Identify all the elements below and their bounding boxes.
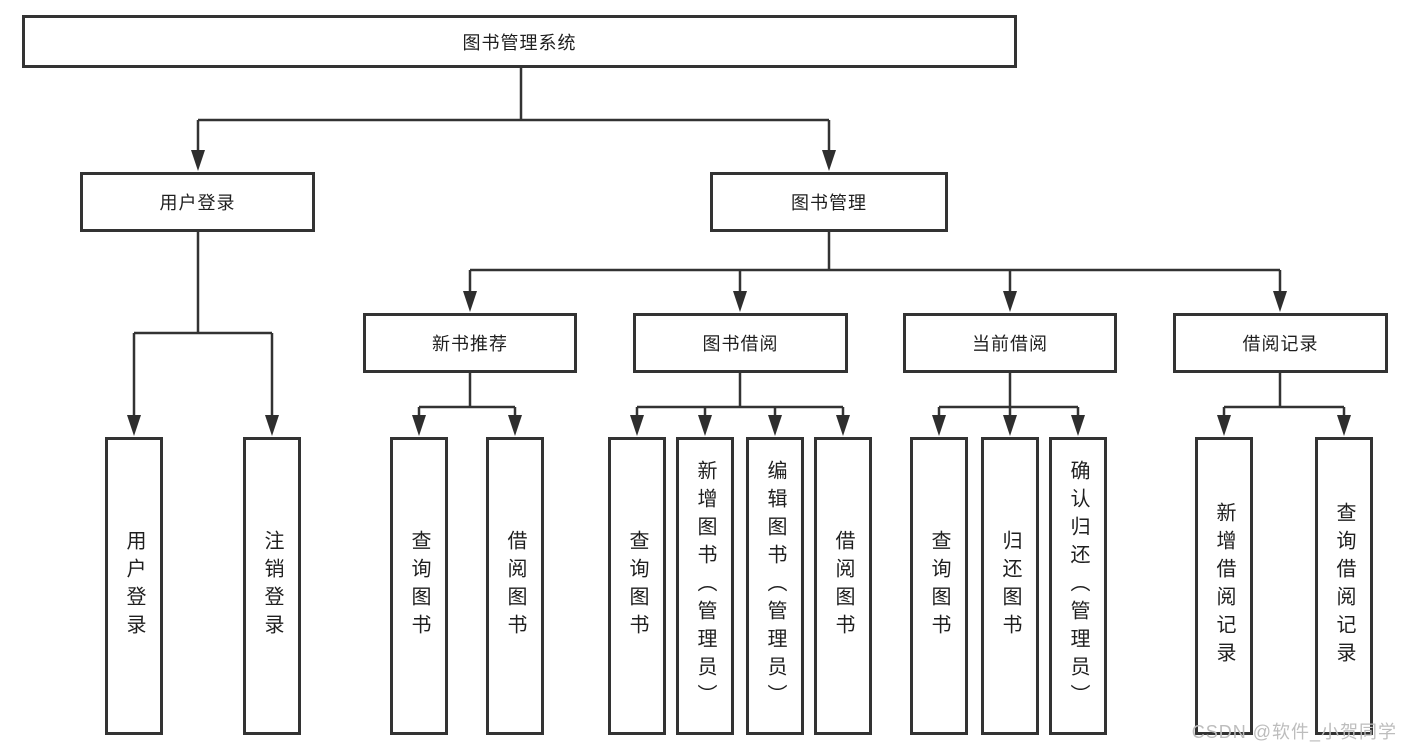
leaf-borrow-query-book: 查询图书	[608, 437, 666, 735]
arrow-down-icon	[768, 415, 782, 436]
leaf-label: 用户登录	[123, 530, 145, 642]
leaf-label: 查询图书	[928, 530, 950, 642]
arrow-down-icon	[127, 415, 141, 436]
arrow-down-icon	[508, 415, 522, 436]
leaf-current-confirm-return-admin: 确认归还（管理员）	[1049, 437, 1107, 735]
leaf-label: 查询借阅记录	[1333, 502, 1355, 670]
leaf-user-login: 用户登录	[105, 437, 163, 735]
arrow-down-icon	[932, 415, 946, 436]
leaf-label: 查询图书	[408, 530, 430, 642]
arrow-down-icon	[630, 415, 644, 436]
leaf-borrow-borrow-book: 借阅图书	[814, 437, 872, 735]
leaf-label: 确认归还（管理员）	[1067, 460, 1089, 712]
leaf-current-return-book: 归还图书	[981, 437, 1039, 735]
arrow-down-icon	[1071, 415, 1085, 436]
arrow-down-icon	[733, 291, 747, 312]
node-user-login: 用户登录	[80, 172, 315, 232]
leaf-label: 新增图书（管理员）	[694, 460, 716, 712]
arrow-down-icon	[698, 415, 712, 436]
leaf-label: 编辑图书（管理员）	[764, 460, 786, 712]
node-book-management: 图书管理	[710, 172, 948, 232]
leaf-records-add-record: 新增借阅记录	[1195, 437, 1253, 735]
arrow-down-icon	[412, 415, 426, 436]
node-new-book-recommend: 新书推荐	[363, 313, 577, 373]
arrow-down-icon	[836, 415, 850, 436]
arrow-down-icon	[1217, 415, 1231, 436]
leaf-label: 注销登录	[261, 530, 283, 642]
csdn-watermark: CSDN @软件_小贺同学	[1191, 722, 1397, 742]
arrow-down-icon	[1337, 415, 1351, 436]
node-borrow-records: 借阅记录	[1173, 313, 1388, 373]
leaf-records-query-record: 查询借阅记录	[1315, 437, 1373, 735]
arrow-down-icon	[822, 150, 836, 171]
node-root-system: 图书管理系统	[22, 15, 1017, 68]
leaf-label: 查询图书	[626, 530, 648, 642]
leaf-label: 归还图书	[999, 530, 1021, 642]
leaf-recommend-query-book: 查询图书	[390, 437, 448, 735]
arrow-down-icon	[1003, 291, 1017, 312]
leaf-recommend-borrow-book: 借阅图书	[486, 437, 544, 735]
leaf-logout: 注销登录	[243, 437, 301, 735]
arrow-down-icon	[265, 415, 279, 436]
arrow-down-icon	[463, 291, 477, 312]
node-book-borrow: 图书借阅	[633, 313, 848, 373]
leaf-label: 借阅图书	[832, 530, 854, 642]
leaf-borrow-add-book-admin: 新增图书（管理员）	[676, 437, 734, 735]
leaf-label: 借阅图书	[504, 530, 526, 642]
arrow-down-icon	[191, 150, 205, 171]
arrow-down-icon	[1003, 415, 1017, 436]
leaf-borrow-edit-book-admin: 编辑图书（管理员）	[746, 437, 804, 735]
leaf-current-query-book: 查询图书	[910, 437, 968, 735]
leaf-label: 新增借阅记录	[1213, 502, 1235, 670]
arrow-down-icon	[1273, 291, 1287, 312]
node-current-borrow: 当前借阅	[903, 313, 1117, 373]
